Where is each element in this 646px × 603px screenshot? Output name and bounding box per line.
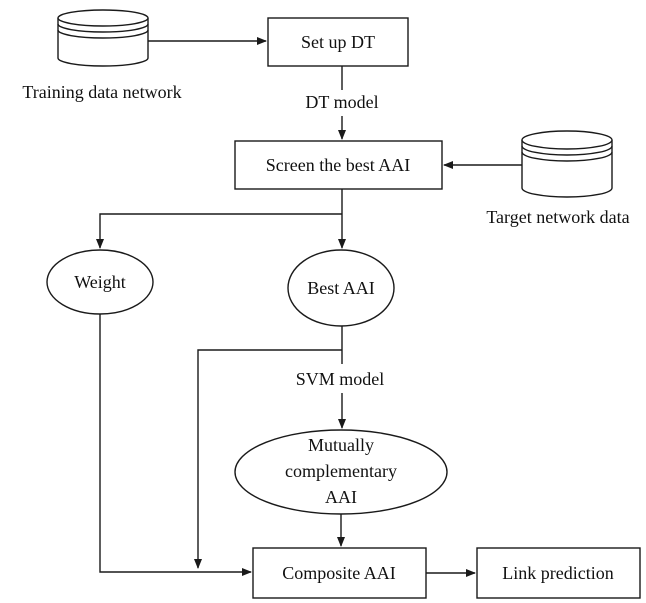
- target-network-database-icon: [521, 130, 613, 198]
- arrow-best-aai-to-composite: [194, 349, 342, 569]
- mutual-label-line1: Mutually: [308, 435, 374, 455]
- mutual-label-line3: AAI: [325, 487, 357, 507]
- training-data-label: Training data network: [22, 82, 181, 102]
- screen-best-aai-box: [234, 140, 443, 190]
- training-data-database-icon: [57, 9, 149, 67]
- composite-aai-label: Composite AAI: [282, 563, 396, 583]
- link-prediction-box: [476, 547, 641, 599]
- target-network-label: Target network data: [486, 207, 629, 227]
- arrow-screen-to-weight: [96, 213, 342, 249]
- setup-dt-label: Set up DT: [301, 32, 375, 52]
- dt-model-label: DT model: [305, 92, 378, 112]
- setup-dt-box: [267, 17, 409, 67]
- screen-best-aai-label: Screen the best AAI: [266, 155, 410, 175]
- link-prediction-label: Link prediction: [502, 563, 613, 583]
- best-aai-node: [287, 249, 395, 327]
- mutual-label-line2: complementary: [285, 461, 397, 481]
- composite-aai-box: [252, 547, 427, 599]
- weight-label: Weight: [74, 272, 126, 292]
- arrow-weight-to-composite: [99, 314, 252, 576]
- best-aai-label: Best AAI: [307, 278, 375, 298]
- svm-model-label: SVM model: [296, 369, 385, 389]
